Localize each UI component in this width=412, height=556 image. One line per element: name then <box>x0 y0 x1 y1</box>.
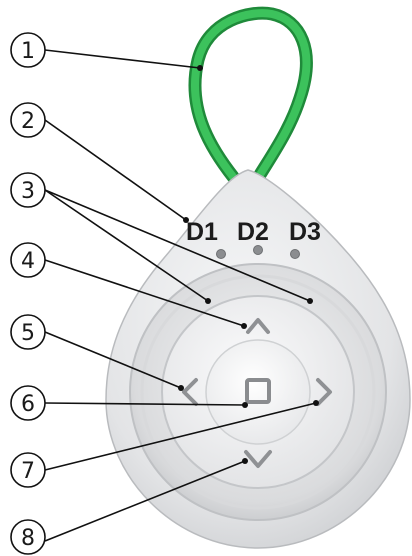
callout-1: 1 <box>10 32 46 68</box>
callout-5: 5 <box>10 314 46 350</box>
square-icon <box>245 378 271 404</box>
chevron-up-icon[interactable] <box>246 318 270 334</box>
callout-number-2: 2 <box>21 109 35 134</box>
leader-dots <box>178 65 319 464</box>
callout-7: 7 <box>10 452 46 488</box>
leader-line-1 <box>44 49 201 69</box>
leader-line-4 <box>44 259 245 327</box>
outer-ring-inner-edge <box>140 274 376 510</box>
callout-6: 6 <box>10 385 46 421</box>
chevron-right-icon[interactable] <box>316 378 332 406</box>
callout-4: 4 <box>10 242 46 278</box>
leader-line-7 <box>44 402 317 471</box>
leader-line-2 <box>44 119 187 221</box>
callout-3: 3 <box>10 172 46 208</box>
leader-line-8 <box>44 460 246 542</box>
callout-8: 8 <box>10 519 46 555</box>
leader-line-3a <box>44 189 209 302</box>
callout-number-3: 3 <box>21 179 35 204</box>
chevron-down-icon[interactable] <box>244 450 272 468</box>
callout-2: 2 <box>10 102 46 138</box>
callout-number-4: 4 <box>21 249 35 274</box>
center-button[interactable] <box>205 339 311 445</box>
led-label-d3: D3 <box>289 218 321 246</box>
chevron-left-icon[interactable] <box>182 378 198 406</box>
callout-number-6: 6 <box>21 392 35 417</box>
callout-number-5: 5 <box>21 321 35 346</box>
callout-number-1: 1 <box>21 39 35 64</box>
lanyard-loop-highlight <box>190 9 311 182</box>
callout-number-7: 7 <box>21 459 35 484</box>
led-d1 <box>216 249 226 259</box>
leader-line-6 <box>44 402 246 406</box>
led-label-d1: D1 <box>186 218 218 246</box>
leader-lines <box>44 49 317 542</box>
leader-line-5 <box>44 331 182 389</box>
led-d2 <box>253 245 263 255</box>
leader-line-3b <box>44 189 311 302</box>
led-d3 <box>290 249 300 259</box>
callout-number-8: 8 <box>21 526 35 551</box>
led-label-d2: D2 <box>237 218 269 246</box>
